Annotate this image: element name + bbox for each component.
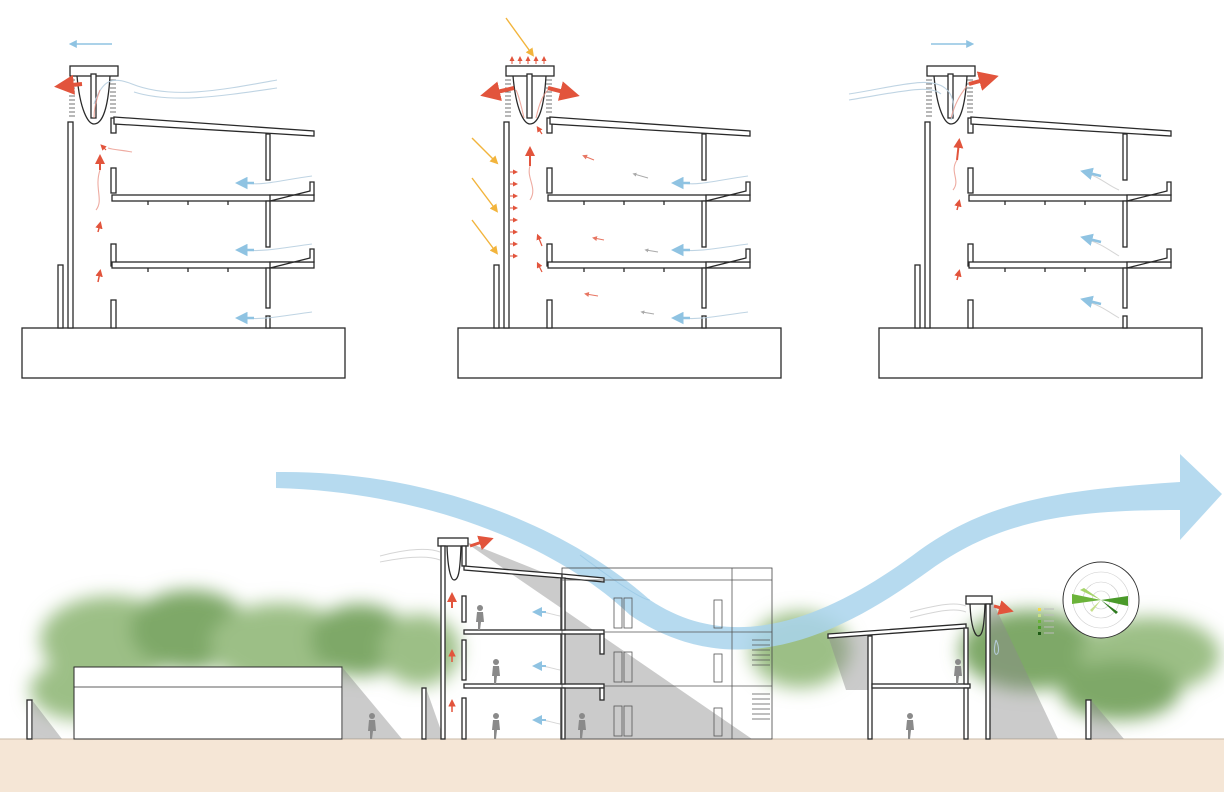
person-icon <box>492 713 500 739</box>
wind-rose-legend <box>1038 608 1054 635</box>
sun-ray-icon <box>471 17 534 255</box>
person-icon <box>906 713 914 739</box>
low-block-left <box>73 666 343 740</box>
person-icon <box>578 713 586 739</box>
warm-air-arrow-icon <box>54 74 83 95</box>
section-panel-3 <box>848 40 1203 379</box>
ground-band <box>0 739 1224 792</box>
small-building-right <box>827 595 1058 740</box>
site-section <box>0 454 1224 792</box>
person-icon <box>476 605 484 630</box>
wind-rose-icon <box>1038 561 1140 639</box>
section-panel-2 <box>457 17 782 379</box>
section-panel-1 <box>21 40 346 379</box>
person-icon <box>492 659 500 684</box>
person-icon <box>954 659 962 684</box>
person-icon <box>368 713 376 739</box>
main-building <box>379 535 773 740</box>
